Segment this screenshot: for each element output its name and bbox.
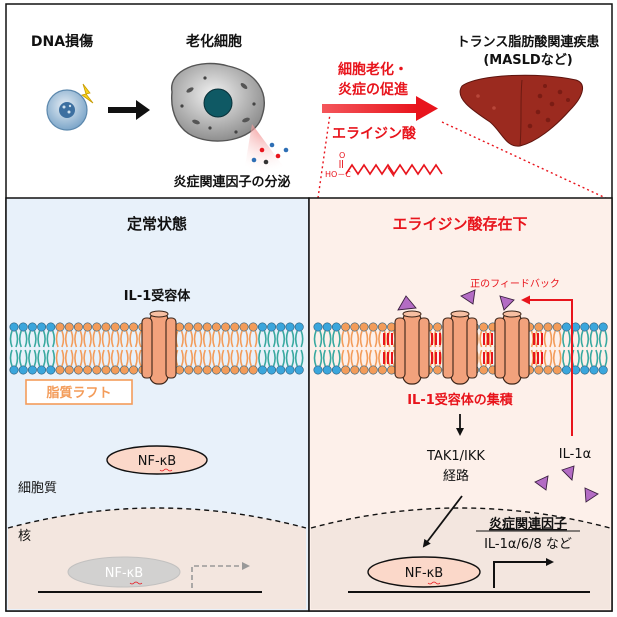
left-nfkb-cytoplasm bbox=[106, 445, 208, 475]
liver-icon bbox=[459, 74, 584, 147]
damage-arrow-head bbox=[136, 100, 150, 120]
dna-damaged-cell bbox=[46, 89, 88, 131]
left-il1-receptor bbox=[141, 310, 177, 385]
right-il1-receptors bbox=[394, 310, 530, 385]
right-nfkb-nucleus bbox=[367, 556, 481, 588]
right-panel bbox=[308, 197, 613, 612]
left-nucleus bbox=[8, 508, 306, 609]
secretion-label: 炎症関連因子の分泌 bbox=[173, 174, 290, 190]
lightning-icon bbox=[81, 83, 94, 104]
right-il1-receptor-1 bbox=[394, 310, 430, 385]
left-nuclear-envelope bbox=[7, 507, 307, 529]
promotion-line2: 炎症の促進 bbox=[338, 81, 408, 98]
left-title: 定常状態 bbox=[127, 215, 187, 233]
right-transcription-arrow bbox=[493, 558, 554, 588]
lipid-raft-box bbox=[25, 379, 133, 405]
pathway-line1: TAK1/IKK bbox=[426, 449, 485, 464]
right-il1-receptor-2 bbox=[442, 310, 478, 385]
right-nfkb-label: NF-κB bbox=[405, 566, 443, 581]
right-nuclear-envelope bbox=[310, 507, 611, 529]
pathway-line2: 経路 bbox=[443, 468, 469, 484]
left-nfkb-label: NF-κB bbox=[138, 454, 176, 469]
right-il1-receptor-3 bbox=[494, 310, 530, 385]
top-section: DNA損傷 老化細胞 bbox=[31, 33, 611, 201]
promotion-arrow-shaft bbox=[322, 104, 418, 113]
cluster-label: IL-1受容体の集積 bbox=[407, 392, 514, 408]
cytoplasm-label: 細胞質 bbox=[18, 481, 57, 496]
elaidic-acid-molecule: HO－C O bbox=[325, 151, 443, 179]
genes-list: IL-1α/6/8 など bbox=[484, 537, 572, 552]
feedback-label: 正のフィードバック bbox=[470, 278, 560, 290]
left-panel bbox=[5, 197, 310, 612]
genes-title: 炎症関連因子 bbox=[489, 516, 567, 532]
disease-line2: (MASLDなど) bbox=[483, 53, 572, 68]
left-transcription-arrow bbox=[191, 562, 250, 588]
right-nucleus bbox=[311, 508, 610, 609]
disease-line1: トランス脂肪酸関連疾患 bbox=[457, 34, 600, 50]
zoom-line-right bbox=[441, 121, 611, 201]
elaidic-acid-label: エライジン酸 bbox=[332, 125, 417, 142]
right-title: エライジン酸存在下 bbox=[392, 215, 527, 233]
nucleus-label: 核 bbox=[18, 529, 31, 544]
il1a-label: IL-1α bbox=[559, 447, 591, 462]
promotion-line1: 細胞老化・ bbox=[338, 61, 408, 78]
promotion-arrow-head bbox=[416, 96, 438, 121]
dna-damage-label: DNA損傷 bbox=[31, 33, 93, 50]
lipid-raft-label: 脂質ラフト bbox=[45, 385, 111, 401]
molecule-oxygen: O bbox=[339, 151, 345, 160]
left-nfkb-inactive bbox=[67, 556, 181, 588]
zoom-line-left bbox=[317, 113, 331, 199]
il1a-ligands bbox=[397, 289, 599, 503]
secreted-factors bbox=[251, 142, 289, 165]
senescent-cell-label: 老化細胞 bbox=[186, 33, 242, 50]
feedback-arrow bbox=[521, 295, 573, 436]
left-receptor-label: IL-1受容体 bbox=[124, 288, 192, 304]
molecule-hoc: HO－C bbox=[325, 170, 351, 179]
senescent-cell bbox=[171, 62, 265, 142]
left-nfkb-inactive-label: NF-κB bbox=[105, 566, 143, 581]
pathway-to-nfkb-arrow bbox=[422, 495, 463, 548]
